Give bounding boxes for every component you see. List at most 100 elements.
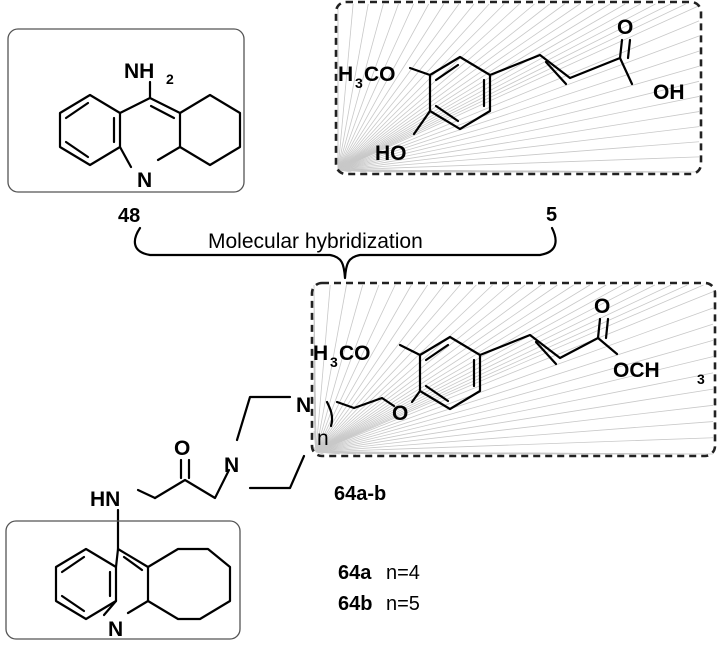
shading-ray (315, 340, 714, 453)
shading-ray (337, 3, 686, 171)
shading-ray (337, 20, 700, 171)
shading-ray (337, 3, 369, 171)
shading-ray (337, 169, 352, 173)
amide-carbonyl-o-label: O (174, 437, 190, 460)
shading-ray (337, 3, 671, 171)
hydroxy-label: HO (375, 142, 407, 165)
shading-ray (337, 3, 505, 171)
shading-ray (315, 284, 542, 453)
shading-ray (315, 284, 688, 453)
shading-ray (337, 141, 700, 171)
hybrid-methoxy-h-label: H (313, 342, 328, 365)
shading-ray (315, 284, 623, 453)
methoxy-subscript: 3 (355, 75, 363, 91)
linker-n-label: n (317, 427, 329, 450)
amine-label: NH (124, 60, 154, 83)
shading-ray (337, 111, 700, 171)
shading-ray (315, 307, 714, 453)
ferulate-shading (313, 284, 714, 455)
shading-ray (315, 437, 714, 453)
shading-ray (337, 3, 596, 171)
shading-ray (315, 451, 324, 455)
shading-ray (315, 323, 714, 453)
methoxy-co-label: CO (364, 63, 396, 86)
piperazine-n1-label: N (296, 394, 311, 417)
hybrid-methoxy-co-label: CO (339, 342, 371, 365)
compound-48-frame (7, 28, 245, 193)
shading-ray (337, 3, 354, 171)
shading-ray (337, 156, 700, 171)
compound-64-label: 64a-b (334, 483, 386, 505)
shading-ray (315, 404, 714, 453)
ring-nitrogen-label: N (137, 169, 152, 192)
acid-oh-label: OH (653, 81, 685, 104)
shading-ray (337, 80, 700, 171)
shading-ray (315, 284, 331, 453)
shading-ray (315, 284, 574, 453)
variant-64a-name: 64a (338, 562, 372, 584)
ferulate-frame (310, 281, 717, 458)
hybrid-methoxy-subscript: 3 (330, 354, 338, 370)
shading-ray (337, 3, 430, 171)
amide-nh-label: HN (90, 488, 120, 511)
shading-ray (315, 421, 714, 453)
shading-ray (337, 3, 445, 171)
shading-ray (313, 301, 317, 453)
shading-ray (315, 284, 396, 453)
piperazine-n2-label: N (224, 454, 239, 477)
shading-ray (337, 65, 700, 171)
ester-carbonyl-o-label: O (594, 295, 610, 318)
shading-ray (315, 284, 655, 453)
variant-64a-condition: n=4 (386, 562, 420, 584)
amine-subscript: 2 (166, 71, 174, 87)
shading-ray (315, 284, 428, 453)
shading-ray (315, 284, 364, 453)
shading-ray (337, 3, 626, 171)
acid-carbonyl-o-label: O (617, 16, 633, 39)
hybridization-brace (133, 226, 557, 280)
shading-ray (315, 372, 714, 453)
shading-ray (315, 284, 445, 453)
variant-64b-condition: n=5 (386, 593, 420, 615)
shading-ray (337, 3, 520, 171)
shading-ray (337, 3, 565, 171)
hybridization-label: Molecular hybridization (208, 230, 423, 253)
shading-ray (337, 3, 414, 171)
shading-ray (315, 284, 672, 453)
shading-ray (337, 3, 490, 171)
compound-5-structure: H 3 CO HO O OH (334, 0, 703, 176)
shading-ray (315, 388, 714, 453)
variant-64b-name: 64b (338, 593, 372, 615)
shading-ray (337, 3, 611, 171)
tacrine-frame (5, 520, 241, 640)
shading-ray (337, 3, 535, 171)
compound-5-label: 5 (546, 204, 557, 226)
methoxy-h-label: H (338, 63, 353, 86)
shading-ray (337, 3, 581, 171)
shading-ray (337, 96, 700, 171)
shading-ray (337, 3, 399, 171)
shading-ray (337, 3, 550, 171)
shading-ray (315, 284, 477, 453)
quinoline-n-label: N (108, 618, 123, 641)
shading-ray (337, 3, 475, 171)
shading-ray (315, 284, 704, 453)
shading-ray (315, 356, 714, 453)
shading-ray (337, 50, 700, 171)
ester-subscript: 3 (697, 371, 705, 387)
shading-ray (315, 284, 380, 453)
ether-o-label: O (392, 402, 408, 425)
shading-ray (315, 284, 510, 453)
shading-ray (315, 284, 493, 453)
shading-ray (315, 451, 340, 455)
compound-48-structure: NH 2 N (7, 28, 245, 193)
shading-ray (337, 126, 700, 171)
shading-ray (315, 284, 591, 453)
shading-ray (337, 5, 700, 171)
shading-ray (315, 284, 558, 453)
shading-ray (337, 3, 656, 171)
compound-5-shading (337, 3, 700, 173)
shading-ray (337, 35, 700, 171)
